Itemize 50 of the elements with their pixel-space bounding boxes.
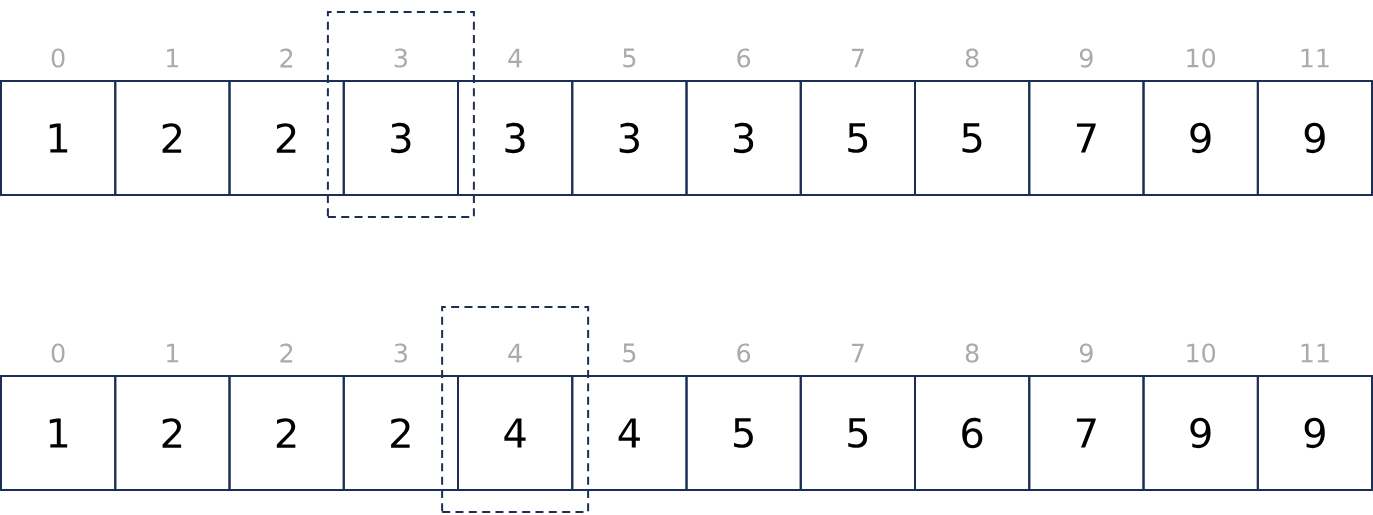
index-label: 2 bbox=[280, 48, 293, 68]
index-label: 6 bbox=[737, 48, 751, 68]
array-cell: 1 bbox=[0, 375, 117, 491]
index-label: 11 bbox=[1301, 343, 1329, 363]
index-label: 9 bbox=[1079, 48, 1093, 68]
array-cell: 7 bbox=[1028, 375, 1145, 491]
array-cell: 3 bbox=[342, 80, 459, 196]
index-label: 4 bbox=[508, 48, 522, 68]
array-cell: 7 bbox=[1028, 80, 1145, 196]
index-label: 8 bbox=[965, 48, 979, 68]
index-label: 5 bbox=[623, 343, 636, 363]
array-cell: 4 bbox=[457, 375, 574, 491]
index-label: 11 bbox=[1301, 48, 1329, 68]
index-label: 1 bbox=[167, 343, 179, 363]
index-label: 5 bbox=[623, 48, 636, 68]
index-label: 7 bbox=[851, 343, 864, 363]
index-label: 0 bbox=[51, 48, 65, 68]
index-label: 1 bbox=[167, 48, 179, 68]
array-cell: 2 bbox=[114, 375, 231, 491]
highlight-box bbox=[326, 11, 475, 218]
array-cell: 6 bbox=[914, 375, 1031, 491]
index-label: 3 bbox=[394, 343, 407, 363]
array-cell: 5 bbox=[799, 80, 916, 196]
array-cell: 2 bbox=[228, 375, 345, 491]
array-cell: 9 bbox=[1142, 80, 1259, 196]
index-label: 0 bbox=[51, 343, 65, 363]
array-cell: 3 bbox=[571, 80, 688, 196]
index-label: 8 bbox=[965, 343, 979, 363]
array-cell: 4 bbox=[571, 375, 688, 491]
array-cell: 1 bbox=[0, 80, 117, 196]
array-cell: 5 bbox=[799, 375, 916, 491]
highlight-box bbox=[441, 306, 590, 513]
array-cell: 5 bbox=[914, 80, 1031, 196]
index-label: 10 bbox=[1187, 343, 1216, 363]
index-label: 10 bbox=[1187, 48, 1216, 68]
array-cell: 9 bbox=[1142, 375, 1259, 491]
array-cell: 2 bbox=[342, 375, 459, 491]
array-cell: 5 bbox=[685, 375, 802, 491]
index-label: 4 bbox=[508, 343, 522, 363]
index-label: 3 bbox=[394, 48, 407, 68]
index-label: 6 bbox=[737, 343, 751, 363]
array-cell: 9 bbox=[1256, 375, 1373, 491]
array-cell: 2 bbox=[228, 80, 345, 196]
index-label: 9 bbox=[1079, 343, 1093, 363]
array-cell: 3 bbox=[685, 80, 802, 196]
index-label: 2 bbox=[280, 343, 293, 363]
index-label: 7 bbox=[851, 48, 864, 68]
array-cell: 2 bbox=[114, 80, 231, 196]
array-cell: 3 bbox=[457, 80, 574, 196]
array-cell: 9 bbox=[1256, 80, 1373, 196]
